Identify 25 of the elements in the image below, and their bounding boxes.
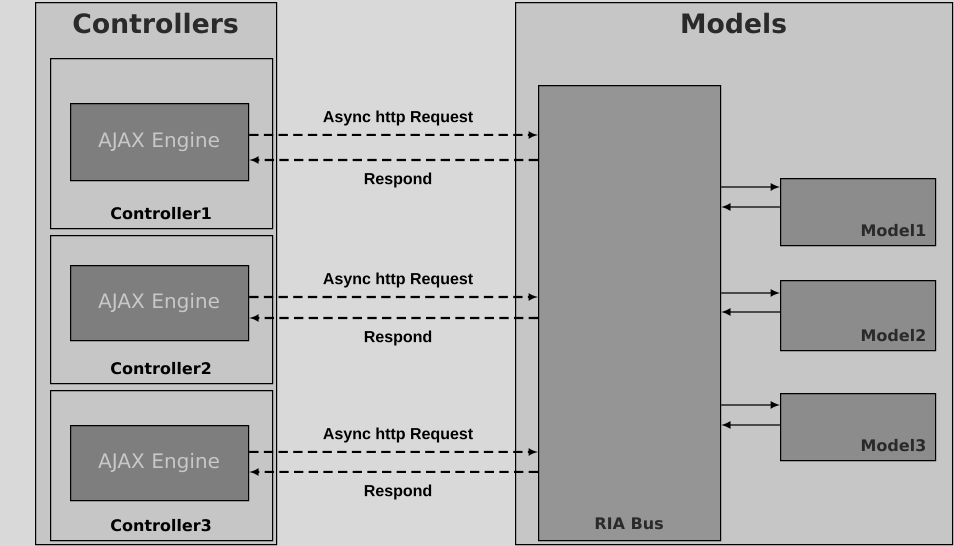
edge-label: Respond: [362, 483, 434, 501]
arrow: [252, 314, 538, 322]
arrow: [721, 184, 778, 190]
arrow: [252, 156, 538, 164]
edge-label: Respond: [362, 171, 434, 189]
edge-label: Async http Request: [322, 109, 474, 127]
model-box: Model1: [780, 178, 936, 246]
arrow: [249, 132, 536, 138]
edge-label: Respond: [362, 329, 434, 347]
arrow: [721, 402, 778, 408]
engine-box: AJAX Engine: [70, 265, 250, 342]
arrow: [721, 290, 778, 296]
arrow: [722, 204, 780, 210]
engine-box: AJAX Engine: [70, 103, 250, 182]
arrow: [722, 308, 780, 316]
model-box: Model2: [780, 280, 936, 352]
bus-box: RIA Bus: [538, 85, 722, 542]
arrow: [249, 448, 536, 456]
edge-label: Async http Request: [322, 426, 474, 444]
engine-box: AJAX Engine: [70, 425, 250, 502]
arrow: [252, 468, 538, 476]
arrow: [249, 294, 536, 300]
edge-label: Async http Request: [322, 271, 474, 289]
model-box: Model3: [780, 393, 936, 462]
arrow: [722, 422, 780, 428]
